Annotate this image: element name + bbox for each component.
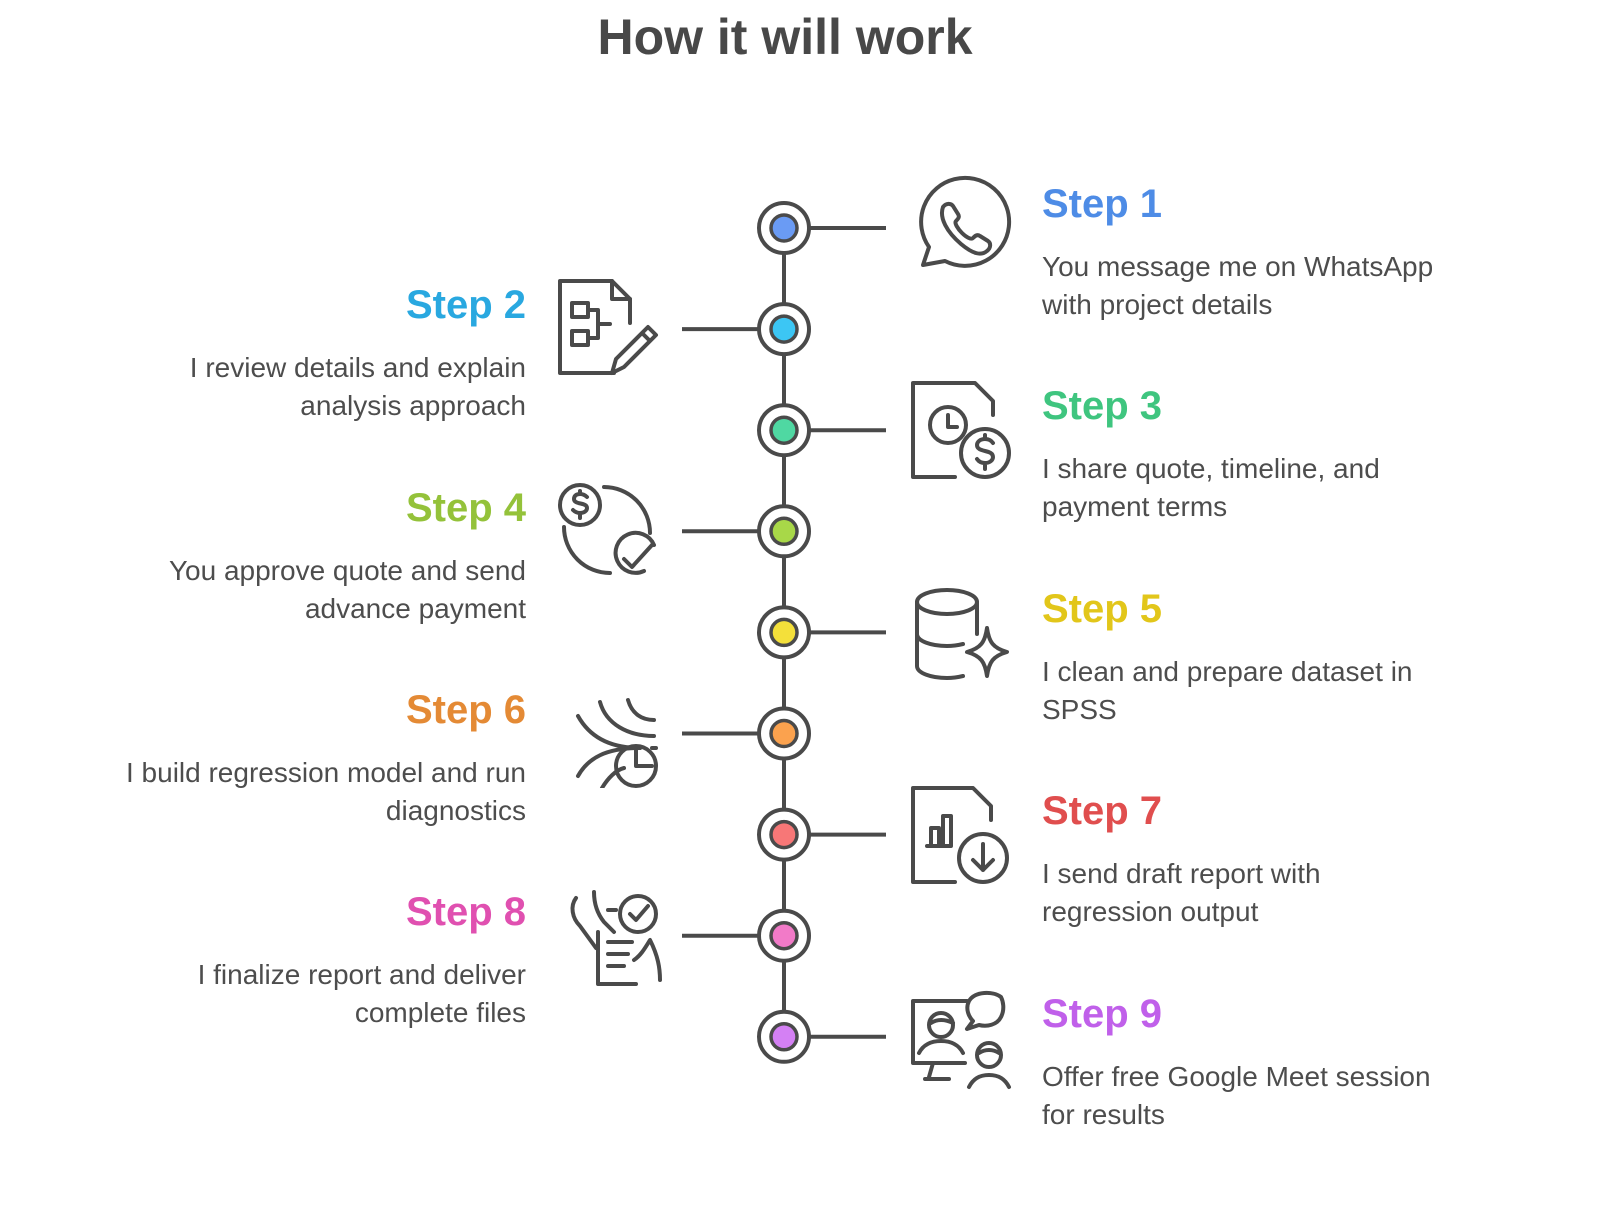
node-dot [769, 819, 799, 850]
node-dot [769, 314, 799, 344]
timeline-node-6 [682, 706, 811, 761]
timeline-node-7 [757, 807, 886, 862]
hands-checklist-icon [552, 880, 662, 990]
step-8-heading: Step 8 [405, 890, 526, 934]
step-3-heading: Step 3 [1042, 384, 1163, 428]
video-meeting-chat-icon [905, 983, 1015, 1093]
node-dot [769, 718, 799, 749]
step-2-heading: Step 2 [405, 283, 526, 327]
page-title: How it will work [597, 9, 973, 65]
dollar-cycle-check-icon [552, 475, 662, 585]
document-flowchart-edit-icon [552, 273, 662, 383]
node-dot [769, 213, 799, 243]
node-dot [769, 1022, 799, 1052]
node-dot [769, 617, 799, 648]
timeline-node-4 [682, 504, 811, 559]
node-dot [769, 920, 799, 951]
step-5-heading: Step 5 [1042, 587, 1163, 631]
timeline-node-5 [757, 605, 886, 660]
report-chart-download-icon [905, 780, 1015, 890]
timeline-node-8 [682, 908, 811, 963]
node-dot [769, 415, 799, 445]
node-dot [769, 516, 799, 547]
step-6-heading: Step 6 [405, 688, 526, 732]
whatsapp-icon [905, 173, 1015, 283]
timeline-node-9 [757, 1009, 886, 1064]
flow-lines-pie-icon [552, 678, 662, 790]
step-7-heading: Step 7 [1042, 789, 1163, 833]
database-sparkle-icon [905, 578, 1015, 688]
timeline-node-3 [757, 403, 886, 458]
step-1-heading: Step 1 [1042, 182, 1163, 226]
timeline-node-2 [682, 302, 811, 357]
timeline-node-1 [757, 201, 886, 255]
document-clock-dollar-icon [905, 375, 1015, 485]
step-9-heading: Step 9 [1042, 992, 1163, 1036]
step-4-heading: Step 4 [405, 486, 526, 530]
